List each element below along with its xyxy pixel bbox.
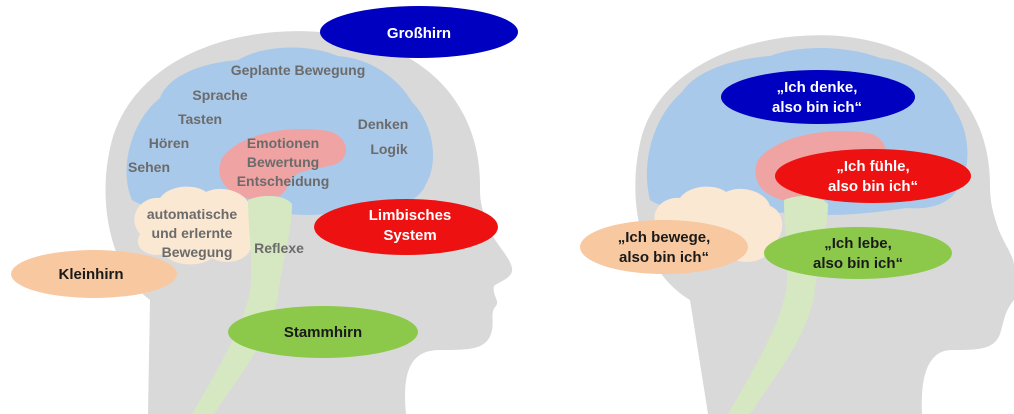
label-reflexes: Reflexe [254,240,304,256]
label-automatic-1: automatische [147,206,237,222]
label-decision: Entscheidung [237,173,330,189]
bubble-i-feel: „Ich fühle, also bin ich“ [775,149,971,203]
limbic-shape-left [219,129,347,201]
bubble-i-think-shape [721,70,915,124]
bubble-i-live-line-2: also bin ich“ [813,255,903,272]
bubble-i-move-line-2: also bin ich“ [619,249,709,266]
bubble-i-think-line-1: „Ich denke, [777,79,858,96]
label-touch: Tasten [178,111,222,127]
bubble-i-live-line-1: „Ich lebe, [824,235,892,252]
label-emotions: Emotionen [247,135,319,151]
bubble-i-think: „Ich denke, also bin ich“ [721,70,915,124]
label-automatic-3: Bewegung [162,244,233,260]
bubble-cerebellum: Kleinhirn [11,250,177,298]
bubble-limbic-shape [314,199,498,255]
cerebellum-shape-left [134,186,263,265]
brainstem-shape-left [192,195,292,414]
bubble-limbic-label-1: Limbisches [369,207,452,224]
label-planned-movement: Geplante Bewegung [231,62,366,78]
bubble-i-feel-shape [775,149,971,203]
bubble-i-feel-line-2: also bin ich“ [828,178,918,195]
bubble-cerebrum-shape [320,6,518,58]
label-speech: Sprache [192,87,247,103]
bubble-i-think-line-2: also bin ich“ [772,99,862,116]
label-seeing: Sehen [128,159,170,175]
bubble-i-move: „Ich bewege, also bin ich“ [580,220,748,274]
label-automatic-2: und erlernte [152,225,233,241]
bubble-limbic-label-2: System [383,227,436,244]
label-logic: Logik [370,141,408,157]
label-hearing: Hören [149,135,189,151]
bubble-cerebellum-label: Kleinhirn [58,266,123,283]
bubble-cerebrum: Großhirn [320,6,518,58]
right-head-diagram: „Ich denke, also bin ich“ „Ich fühle, al… [580,35,1014,414]
label-evaluation: Bewertung [247,154,319,170]
bubble-cerebrum-label: Großhirn [387,25,451,42]
bubble-i-live-shape [764,227,952,279]
function-labels-left: Geplante Bewegung Sprache Tasten Hören S… [128,62,408,260]
bubble-cerebellum-shape [11,250,177,298]
bubble-brainstem-shape [228,306,418,358]
bubble-i-feel-line-1: „Ich fühle, [836,158,909,175]
bubble-brainstem-label: Stammhirn [284,324,362,341]
label-thinking: Denken [358,116,409,132]
bubble-i-move-line-1: „Ich bewege, [618,229,711,246]
bubble-limbic-system: Limbisches System [314,199,498,255]
left-head-diagram: Geplante Bewegung Sprache Tasten Hören S… [11,6,518,414]
bubble-brainstem: Stammhirn [228,306,418,358]
bubble-i-live: „Ich lebe, also bin ich“ [764,227,952,279]
bubble-i-move-shape [580,220,748,274]
